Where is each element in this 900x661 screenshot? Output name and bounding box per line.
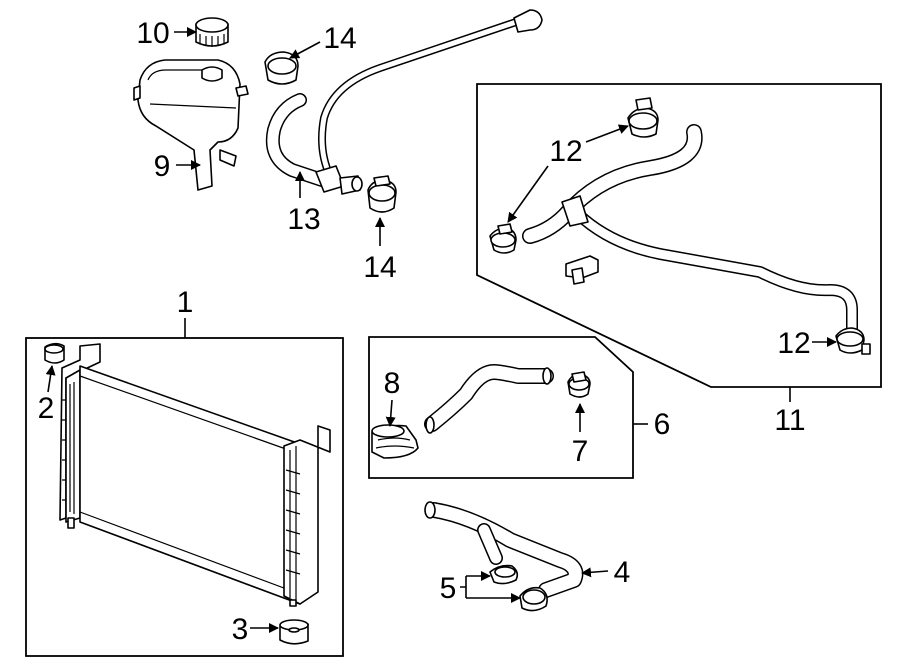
callout-14-lower: 14 (363, 251, 396, 284)
callout-9: 9 (154, 150, 171, 183)
hose-clamp-lower (367, 175, 397, 213)
callout-7: 7 (572, 435, 589, 468)
overflow-hose (265, 9, 543, 195)
outlet-adapter (371, 424, 419, 459)
outlet-hose-group-box (368, 336, 634, 479)
callout-4: 4 (614, 556, 631, 589)
callout-11: 11 (774, 404, 805, 437)
heater-clamp-right (835, 327, 871, 355)
radiator-outlet-hose (424, 501, 584, 598)
callout-10: 10 (136, 17, 169, 50)
hose-clamp-upper (264, 51, 299, 85)
callout-12-lower: 12 (777, 327, 810, 360)
callout-2: 2 (38, 392, 55, 425)
heater-clamp-left (489, 223, 517, 254)
callout-3: 3 (232, 613, 249, 646)
callout-14-upper: 14 (323, 22, 356, 55)
heater-hose-group-box (476, 83, 882, 388)
lower-insulator (279, 619, 309, 645)
outlet-hose-clamp (567, 371, 591, 398)
upper-insulator (44, 342, 65, 364)
leader-lines (45, 27, 837, 633)
callout-6: 6 (654, 408, 671, 441)
heater-clamp-upper (627, 97, 659, 138)
hose-clamp-five-upper (489, 564, 519, 585)
reservoir-cap (195, 17, 229, 47)
callout-8: 8 (384, 367, 401, 400)
callout-13: 13 (287, 203, 320, 236)
callout-12-upper: 12 (549, 135, 582, 168)
heater-hose-assembly (522, 124, 858, 336)
hose-clamp-five-lower (519, 586, 548, 612)
radiator (59, 343, 331, 607)
callout-1: 1 (177, 286, 194, 319)
callout-5: 5 (440, 572, 457, 605)
outlet-hose (424, 364, 554, 434)
coolant-reservoir (133, 59, 249, 191)
heater-hose-connector (565, 255, 599, 285)
